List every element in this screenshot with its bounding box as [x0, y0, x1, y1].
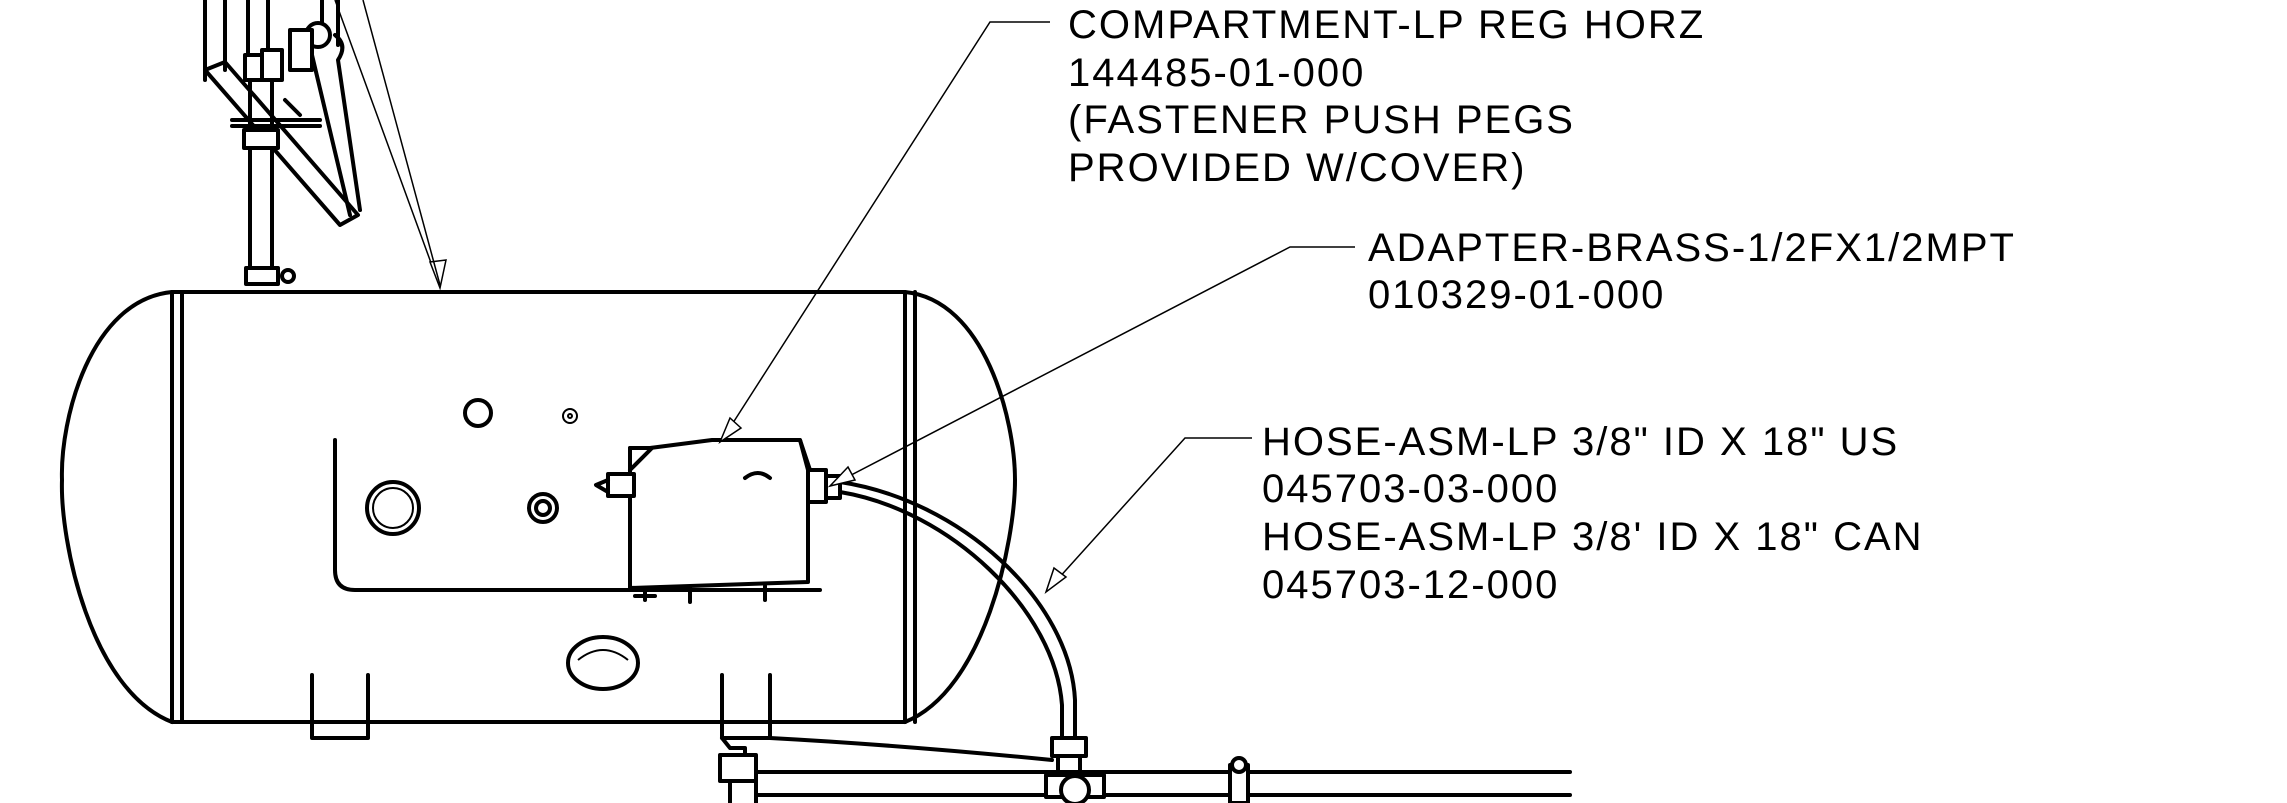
lp-hose: [838, 480, 1088, 778]
callout-hose-line-4: 045703-12-000: [1262, 563, 1559, 607]
tank-port-hole: [463, 398, 493, 428]
lp-regulator-compartment: [594, 438, 842, 604]
callout-compartment-line-1: COMPARTMENT-LP REG HORZ: [1068, 3, 1705, 47]
tank-valve-opening: [365, 480, 421, 536]
upper-bracket-assembly: [203, 0, 362, 286]
tank-drain-opening: [566, 635, 640, 691]
callout-hose-line-2: 045703-03-000: [1262, 467, 1559, 511]
callout-adapter: ADAPTER-BRASS-1/2FX1/2MPT 010329-01-000: [1368, 226, 2016, 317]
callout-compartment-line-3: (FASTENER PUSH PEGS: [1068, 98, 1575, 142]
callout-hose-line-1: HOSE-ASM-LP 3/8" ID X 18" US: [1262, 420, 1899, 464]
leader-lines: [334, 0, 1355, 595]
callout-compartment-line-4: PROVIDED W/COVER): [1068, 146, 1526, 190]
callout-adapter-line-1: ADAPTER-BRASS-1/2FX1/2MPT: [1368, 226, 2016, 270]
callout-compartment-line-2: 144485-01-000: [1068, 51, 1365, 95]
callout-compartment: COMPARTMENT-LP REG HORZ 144485-01-000 (F…: [1068, 3, 1705, 190]
callout-hose: HOSE-ASM-LP 3/8" ID X 18" US 045703-03-0…: [1262, 420, 1924, 607]
bottom-piping: [718, 736, 1572, 803]
lp-tank: [59, 290, 1017, 740]
callout-adapter-line-2: 010329-01-000: [1368, 273, 1665, 317]
callout-hose-line-3: HOSE-ASM-LP 3/8' ID X 18" CAN: [1262, 515, 1924, 559]
